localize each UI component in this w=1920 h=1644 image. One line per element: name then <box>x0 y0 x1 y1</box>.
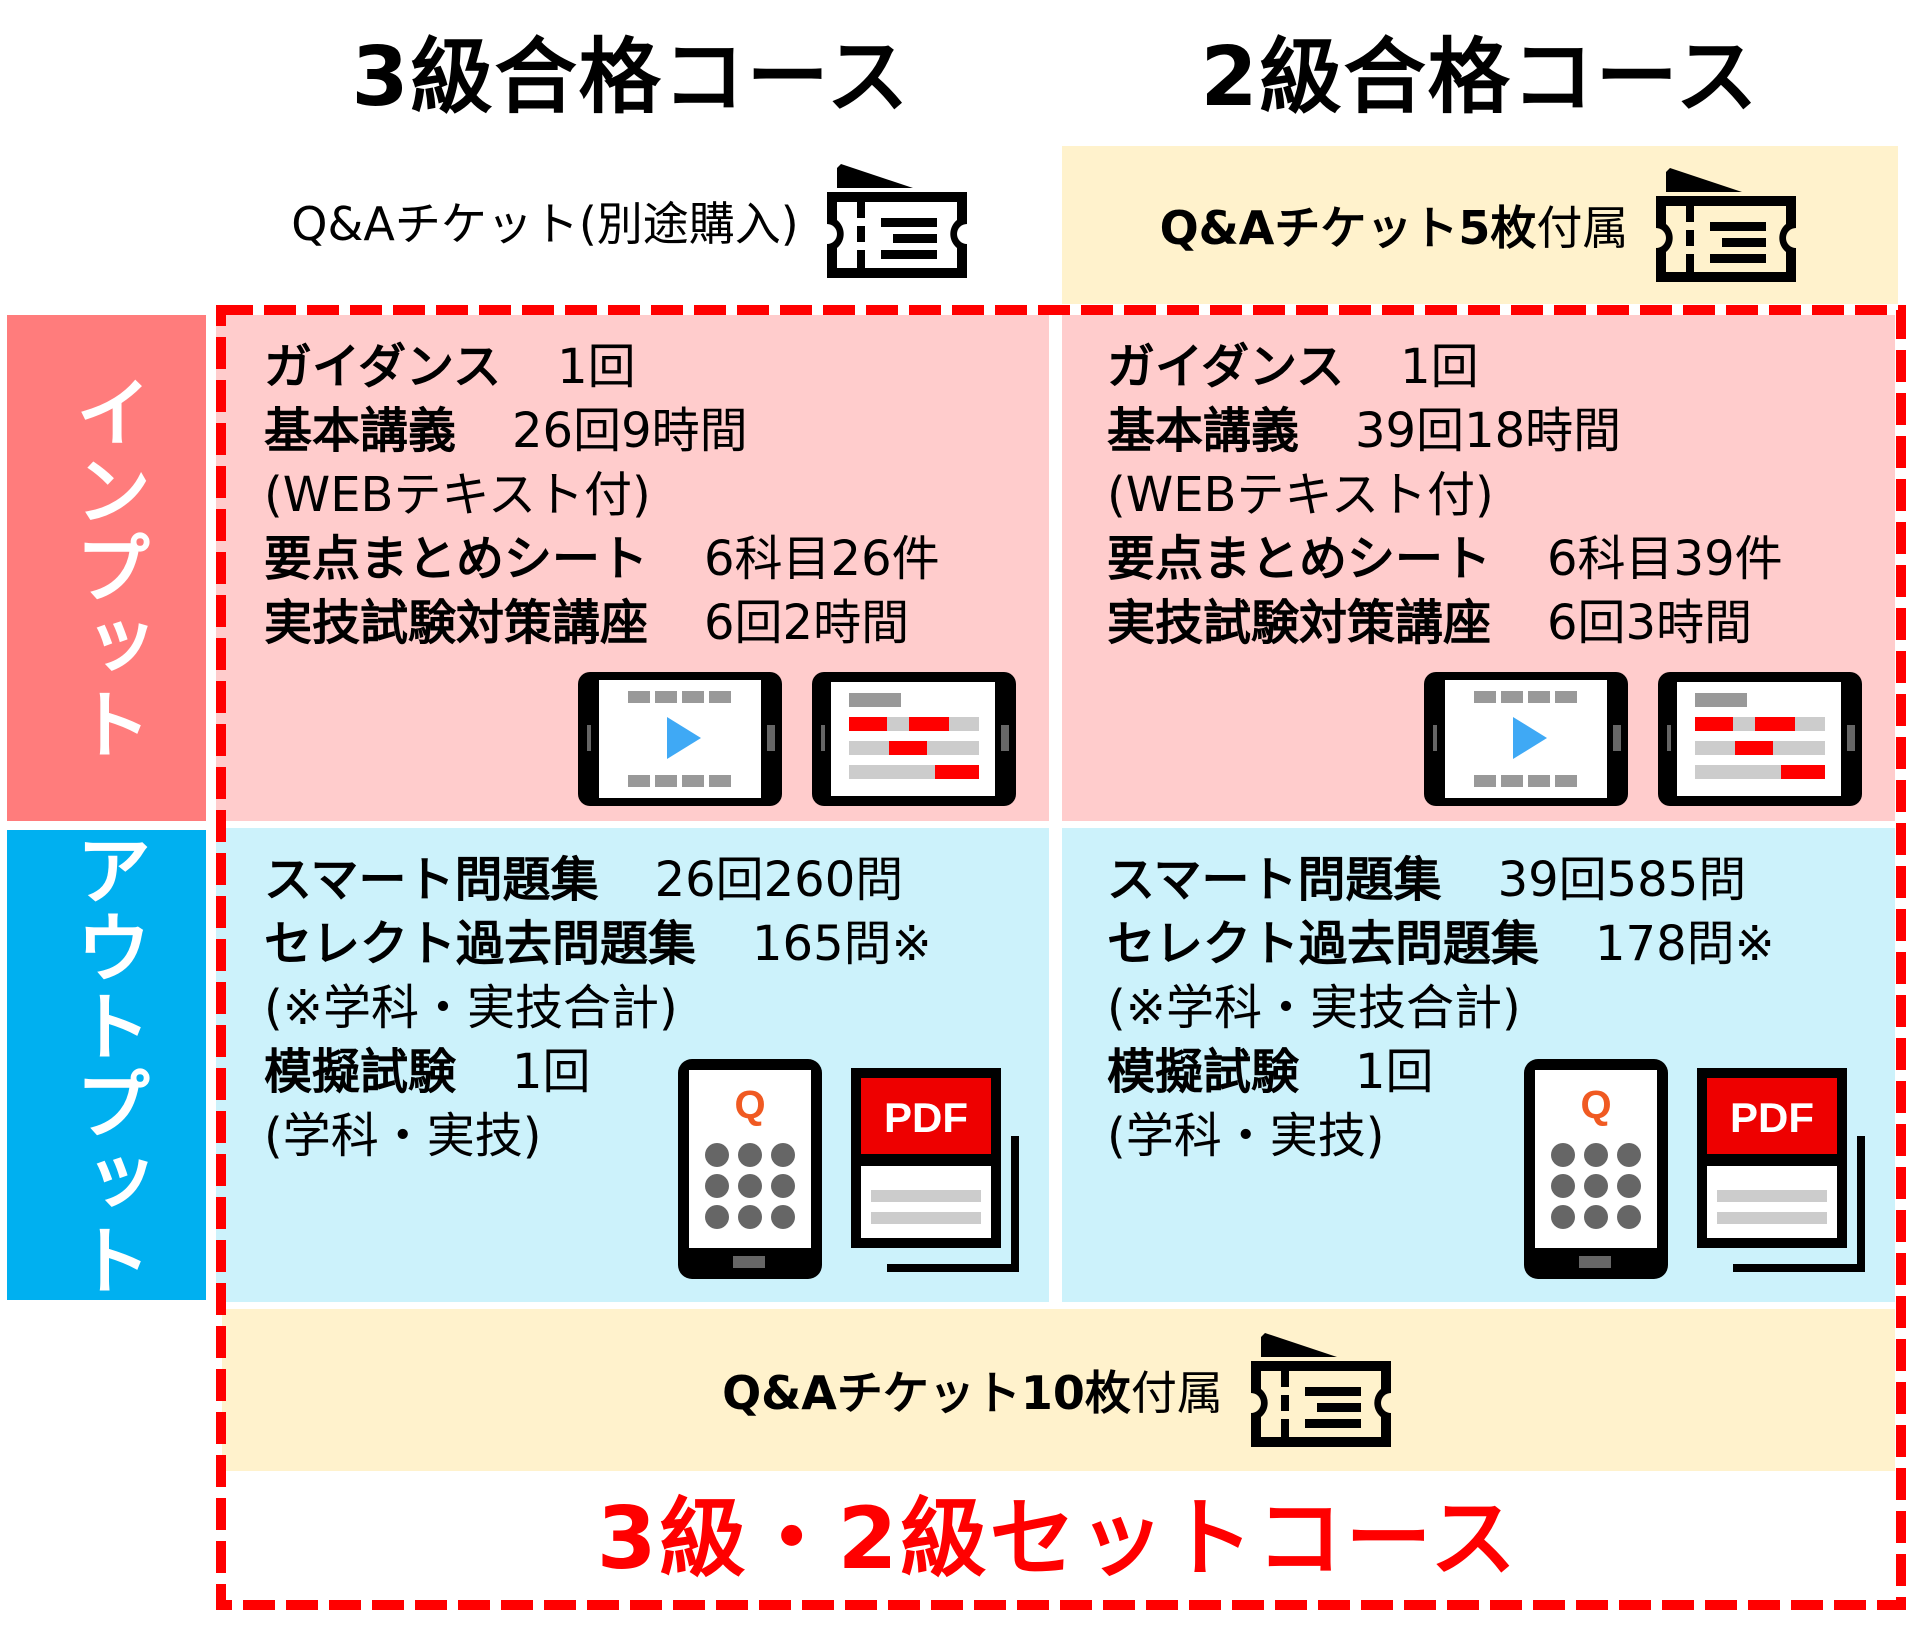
ticket-icon <box>1656 168 1797 282</box>
video-tablet-icon <box>1424 672 1628 806</box>
list-item: (学科・実技) <box>1107 1108 1385 1164</box>
set-course-title: 3級・2級セットコース <box>596 1489 1520 1589</box>
set-course-ticket-info: Q&Aチケット10枚付属 <box>222 1309 1895 1471</box>
list-item: (※学科・実技合計) <box>1107 980 1521 1036</box>
set-ticket-suffix: 付属 <box>1130 1366 1223 1420</box>
grade3-ticket-text: Q&Aチケット(別途購入) <box>291 197 799 251</box>
list-item: (WEBテキスト付) <box>264 467 651 523</box>
summary-sheet-tablet-icon <box>812 672 1016 806</box>
ticket-icon <box>1250 1333 1391 1447</box>
svg-text:Q: Q <box>734 1083 765 1127</box>
output-device-icons: Q PDF <box>677 1058 1027 1280</box>
output-section-label: アウトプット <box>7 830 206 1300</box>
svg-text:PDF: PDF <box>1730 1094 1814 1141</box>
ticket-icon <box>826 164 967 278</box>
quiz-phone-icon: Q <box>678 1059 822 1279</box>
list-item: (※学科・実技合計) <box>264 980 678 1036</box>
set-course-dashed-frame <box>216 305 1906 1610</box>
input-section-label: インプット <box>7 315 206 821</box>
video-tablet-icon <box>578 672 782 806</box>
input-device-icons <box>1423 671 1863 807</box>
list-item: (WEBテキスト付) <box>1107 467 1494 523</box>
quiz-phone-icon: Q <box>1524 1059 1668 1279</box>
list-item: (学科・実技) <box>264 1108 542 1164</box>
grade2-ticket-text: Q&Aチケット5枚 <box>1159 201 1537 255</box>
input-device-icons <box>577 671 1017 807</box>
grade3-ticket-info: Q&Aチケット(別途購入) <box>213 146 1049 296</box>
output-device-icons: Q PDF <box>1523 1058 1873 1280</box>
grade2-ticket-info: Q&Aチケット5枚付属 <box>1062 146 1898 304</box>
grade2-ticket-suffix: 付属 <box>1536 201 1629 255</box>
grade2-course-title: 2級合格コース <box>1200 30 1760 125</box>
svg-text:Q: Q <box>1580 1083 1611 1127</box>
set-ticket-text: Q&Aチケット10枚 <box>722 1366 1131 1420</box>
svg-text:PDF: PDF <box>884 1094 968 1141</box>
grade3-course-title: 3級合格コース <box>351 30 911 125</box>
summary-sheet-tablet-icon <box>1658 672 1862 806</box>
pdf-document-icon: PDF <box>851 1068 1019 1272</box>
pdf-document-icon: PDF <box>1697 1068 1865 1272</box>
